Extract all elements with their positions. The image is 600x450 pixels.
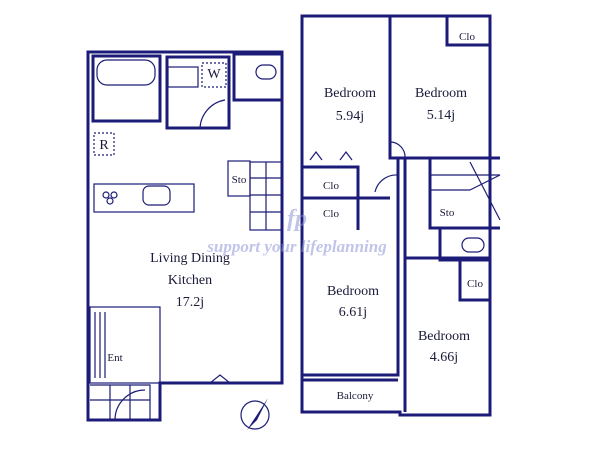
balcony-label: Balcony — [337, 390, 374, 402]
ldk-size: 17.2j — [176, 295, 204, 310]
storage-label-2f: Sto — [440, 207, 455, 219]
sink-icon — [142, 185, 171, 206]
closet-label-4: Clo — [467, 278, 483, 290]
refrigerator-label: R — [99, 138, 109, 153]
refrigerator-icon — [93, 132, 115, 156]
first-floor: W R Sto Living Dining Kitchen 17.2j Ent — [86, 50, 284, 422]
closet-label-2: Clo — [323, 180, 339, 192]
toilet-icon-2f — [461, 237, 485, 253]
bedroom-2-label: Bedroom — [415, 86, 467, 101]
toilet-icon — [255, 64, 277, 80]
bathroom — [91, 54, 162, 123]
ldk-label-2: Kitchen — [168, 273, 212, 288]
kitchen-counter — [93, 183, 195, 213]
watermark-logo: fp — [287, 206, 307, 232]
entrance-label: Ent — [107, 352, 122, 364]
closet-label-1: Clo — [459, 31, 475, 43]
bedroom-3-label: Bedroom — [327, 284, 379, 299]
bedroom-1-size: 5.94j — [336, 109, 364, 124]
bathtub-icon — [96, 59, 156, 86]
washroom — [165, 55, 231, 130]
closet-label-3: Clo — [323, 208, 339, 220]
bedroom-4-size: 4.66j — [430, 350, 458, 365]
bedroom-1-label: Bedroom — [324, 86, 376, 101]
second-floor: Bedroom 5.94j Bedroom 5.14j Bedroom 6.61… — [300, 14, 501, 417]
ldk-label-1: Living Dining — [150, 251, 230, 266]
toilet-room — [232, 52, 284, 102]
bedroom-4-label: Bedroom — [418, 329, 470, 344]
washer-icon — [201, 62, 227, 88]
storage-label: Sto — [232, 174, 247, 186]
watermark-tagline: support your lifeplanning — [206, 237, 387, 256]
window — [209, 374, 231, 384]
entrance-area — [89, 306, 161, 384]
bedroom-2-size: 5.14j — [427, 108, 455, 123]
bedroom-3-size: 6.61j — [339, 305, 367, 320]
compass-icon — [240, 398, 270, 430]
washer-label: W — [207, 67, 221, 82]
